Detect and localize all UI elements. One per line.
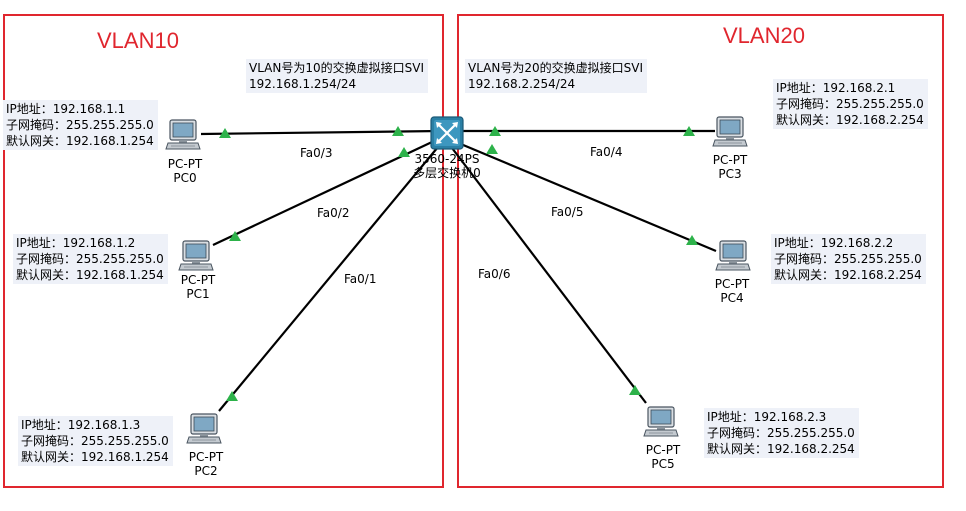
vlan10-title: VLAN10: [97, 28, 179, 53]
pc3-name: PC3: [718, 167, 742, 181]
pc0-mask: 子网掩码：255.255.255.0: [6, 118, 154, 132]
link-light-pc5: [629, 385, 641, 395]
pc3-type: PC-PT: [712, 153, 748, 167]
port-label-fa0-1: Fa0/1: [344, 272, 377, 286]
pc5-type: PC-PT: [645, 443, 681, 457]
pc5-icon[interactable]: [643, 406, 679, 437]
vlan10-zone: [3, 14, 444, 488]
link-light-sw-fa0-5: [486, 144, 498, 154]
switch-name: 多层交换机0: [413, 166, 481, 180]
pc5-ip-note: IP地址：192.168.2.3 子网掩码：255.255.255.0 默认网关…: [704, 408, 859, 458]
pc1-label: PC-PT PC1: [181, 273, 216, 301]
pc5-name: PC5: [651, 457, 675, 471]
pc2-mask: 子网掩码：255.255.255.0: [21, 434, 169, 448]
link-light-sw-fa0-2: [398, 147, 410, 157]
link-light-pc1: [229, 231, 241, 241]
pc3-ip-note: IP地址：192.168.2.1 子网掩码：255.255.255.0 默认网关…: [773, 79, 928, 129]
svi-note-vlan20: VLAN号为20的交换虚拟接口SVI 192.168.2.254/24: [465, 59, 647, 93]
port-label-fa0-6: Fa0/6: [478, 267, 511, 281]
pc0-name: PC0: [173, 171, 197, 185]
pc3-gateway: 默认网关：192.168.2.254: [776, 113, 924, 127]
pc3-icon[interactable]: [712, 116, 748, 147]
cable-fa0-2[interactable]: [212, 141, 433, 246]
svi-note-vlan10-address: 192.168.1.254/24: [249, 77, 357, 91]
port-label-fa0-4: Fa0/4: [590, 145, 623, 159]
pc3-label: PC-PT PC3: [713, 153, 748, 181]
port-label-fa0-3: Fa0/3: [300, 146, 333, 160]
link-light-sw-fa0-4: [489, 126, 501, 136]
pc4-name: PC4: [720, 291, 744, 305]
pc2-type: PC-PT: [188, 450, 224, 464]
pc0-label: PC-PT PC0: [168, 157, 203, 185]
pc4-label: PC-PT PC4: [715, 277, 750, 305]
pc4-mask: 子网掩码：255.255.255.0: [774, 252, 922, 266]
port-label-fa0-5: Fa0/5: [551, 205, 584, 219]
pc1-mask: 子网掩码：255.255.255.0: [16, 252, 164, 266]
vlan20-title: VLAN20: [723, 23, 805, 48]
pc0-gateway: 默认网关：192.168.1.254: [6, 134, 154, 148]
pc2-ip-note: IP地址：192.168.1.3 子网掩码：255.255.255.0 默认网关…: [18, 416, 173, 466]
pc1-type: PC-PT: [180, 273, 216, 287]
port-label-fa0-2: Fa0/2: [317, 206, 350, 220]
pc4-gateway: 默认网关：192.168.2.254: [774, 268, 922, 282]
link-lights: [219, 126, 698, 401]
pc1-gateway: 默认网关：192.168.1.254: [16, 268, 164, 282]
vlan20-zone: [457, 14, 944, 488]
pc5-label: PC-PT PC5: [646, 443, 681, 471]
pc2-gateway: 默认网关：192.168.1.254: [21, 450, 169, 464]
multilayer-switch-icon[interactable]: [430, 116, 464, 150]
pc0-ip: IP地址：192.168.1.1: [6, 102, 126, 116]
pc5-mask: 子网掩码：255.255.255.0: [707, 426, 855, 440]
pc0-type: PC-PT: [167, 157, 203, 171]
pc2-name: PC2: [194, 464, 218, 478]
cable-fa0-5[interactable]: [455, 140, 717, 253]
switch-label: 3560-24PS 多层交换机0: [413, 152, 481, 180]
pc4-icon[interactable]: [715, 240, 751, 271]
pc5-ip: IP地址：192.168.2.3: [707, 410, 827, 424]
link-light-pc0: [219, 128, 231, 138]
svi-note-vlan10-title: VLAN号为10的交换虚拟接口SVI: [249, 61, 424, 75]
pc1-ip: IP地址：192.168.1.2: [16, 236, 136, 250]
pc0-icon[interactable]: [165, 119, 201, 150]
pc1-ip-note: IP地址：192.168.1.2 子网掩码：255.255.255.0 默认网关…: [13, 234, 168, 284]
pc3-mask: 子网掩码：255.255.255.0: [776, 97, 924, 111]
pc5-gateway: 默认网关：192.168.2.254: [707, 442, 855, 456]
cable-fa0-3[interactable]: [200, 129, 441, 136]
pc3-ip: IP地址：192.168.2.1: [776, 81, 896, 95]
link-light-pc4: [686, 235, 698, 245]
pc1-icon[interactable]: [178, 240, 214, 271]
svi-note-vlan20-title: VLAN号为20的交换虚拟接口SVI: [468, 61, 643, 75]
pc4-ip: IP地址：192.168.2.2: [774, 236, 894, 250]
pc2-label: PC-PT PC2: [189, 450, 224, 478]
pc4-ip-note: IP地址：192.168.2.2 子网掩码：255.255.255.0 默认网关…: [771, 234, 926, 284]
switch-model: 3560-24PS: [414, 152, 480, 166]
pc4-type: PC-PT: [714, 277, 750, 291]
pc0-ip-note: IP地址：192.168.1.1 子网掩码：255.255.255.0 默认网关…: [3, 100, 158, 150]
cable-fa0-1[interactable]: [218, 146, 439, 412]
cable-fa0-6[interactable]: [451, 147, 647, 404]
svi-note-vlan10: VLAN号为10的交换虚拟接口SVI 192.168.1.254/24: [246, 59, 428, 93]
pc1-name: PC1: [186, 287, 210, 301]
pc2-icon[interactable]: [186, 413, 222, 444]
link-light-sw-fa0-3: [392, 126, 404, 136]
link-light-pc2: [226, 391, 238, 401]
svi-note-vlan20-address: 192.168.2.254/24: [468, 77, 576, 91]
link-light-pc3: [683, 126, 695, 136]
pc2-ip: IP地址：192.168.1.3: [21, 418, 141, 432]
